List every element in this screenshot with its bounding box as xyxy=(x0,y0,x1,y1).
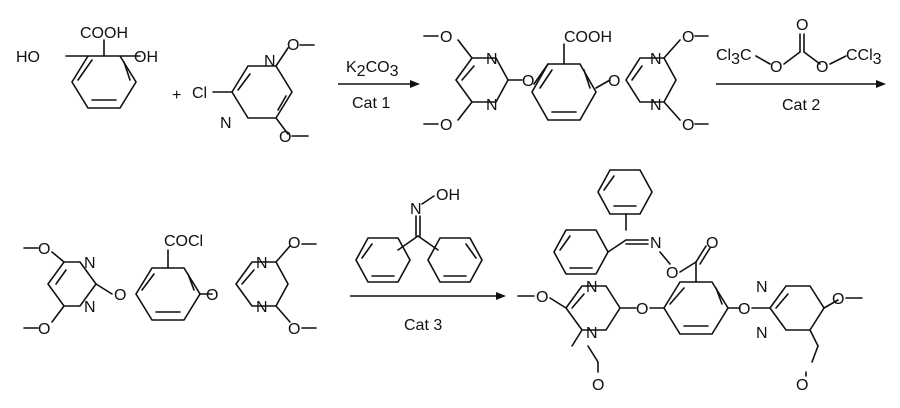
svg-text:K2CO3: K2CO3 xyxy=(346,59,399,80)
oxygen-label: O xyxy=(38,321,50,338)
chloro-dimethoxypyrimidine: Cl N N O O xyxy=(192,37,315,146)
oxygen-label: O xyxy=(38,241,50,258)
acyl-chloride: O N N O O COCl O N N O O xyxy=(23,233,317,338)
nitrogen-label: N xyxy=(650,97,662,114)
oxygen-label: O xyxy=(636,301,648,318)
nitrogen-label: N xyxy=(756,325,768,342)
oxygen-label: O xyxy=(592,377,604,394)
oxygen-label: O xyxy=(682,29,694,46)
nitrogen-label: N xyxy=(756,279,768,296)
svg-text:CCl3: CCl3 xyxy=(846,47,882,68)
oxygen-label: O xyxy=(114,287,126,304)
catalyst-3-label: Cat 3 xyxy=(404,317,442,334)
hydroxyl-right-label: OH xyxy=(134,49,158,66)
oxygen-label: O xyxy=(770,59,782,76)
oxygen-label: O xyxy=(832,291,844,308)
benzophenone-oxime: N OH xyxy=(355,187,483,283)
oxygen-label: O xyxy=(682,117,694,134)
nitrogen-label: N xyxy=(84,299,96,316)
oxygen-label: O xyxy=(288,235,300,252)
oxygen-label: O xyxy=(440,117,452,134)
reaction-arrow-1: K2CO3 Cat 1 xyxy=(338,59,420,112)
oxygen-label: O xyxy=(206,287,218,304)
product-ester-oxygen: O xyxy=(666,265,678,282)
hydroxyl-left-label: HO xyxy=(16,49,40,66)
nitrogen-label: N xyxy=(486,97,498,114)
nitrogen-label: N xyxy=(256,299,268,316)
oxygen-label: O xyxy=(522,73,534,90)
plus-sign: + xyxy=(172,87,181,104)
oxime-ester-product: N O O O O N N O O N N O xyxy=(517,169,863,394)
oxygen-label: O xyxy=(440,29,452,46)
oxygen-label: O xyxy=(816,59,828,76)
oxygen-label: O xyxy=(536,289,548,306)
acyl-group-label: COCl xyxy=(164,233,203,250)
catalyst-1-label: Cat 1 xyxy=(352,95,390,112)
triphosgene: Cl3C O O O CCl3 xyxy=(716,17,882,76)
bispyrimidinyloxy-benzoic-acid: N N O O O COOH O N N O O xyxy=(423,29,709,134)
catalyst-2-label: Cat 2 xyxy=(782,97,820,114)
product-carbonyl-oxygen: O xyxy=(706,235,718,252)
methoxy-bottom-label: O xyxy=(279,129,291,146)
reaction-arrow-3: Cat 3 xyxy=(350,292,506,334)
nitrogen-label: N xyxy=(586,325,598,342)
oxime-nitrogen-label: N xyxy=(410,201,422,218)
methoxy-top-label: O xyxy=(287,37,299,54)
reagent-k: K xyxy=(346,59,357,76)
oxygen-label: O xyxy=(796,17,808,34)
nitrogen-label: N xyxy=(586,279,598,296)
nitrogen-bottom-label: N xyxy=(220,115,232,132)
oxygen-label: O xyxy=(608,73,620,90)
oxygen-label: O xyxy=(738,301,750,318)
svg-text:Cl3C: Cl3C xyxy=(716,47,752,68)
nitrogen-label: N xyxy=(486,51,498,68)
reaction-arrow-2: Cat 2 xyxy=(716,80,886,114)
product-oxime-nitrogen: N xyxy=(650,235,662,252)
nitrogen-label: N xyxy=(256,255,268,272)
dihydroxybenzoic-acid: COOH HO OH xyxy=(16,25,158,109)
nitrogen-label: N xyxy=(650,51,662,68)
acid-label: COOH xyxy=(564,29,612,46)
oxime-hydroxyl-label: OH xyxy=(436,187,460,204)
oxygen-label: O xyxy=(288,321,300,338)
oxygen-label: O xyxy=(796,377,808,394)
acid-label: COOH xyxy=(80,25,128,42)
nitrogen-top-label: N xyxy=(264,53,276,70)
chlorine-label: Cl xyxy=(192,85,207,102)
nitrogen-label: N xyxy=(84,255,96,272)
